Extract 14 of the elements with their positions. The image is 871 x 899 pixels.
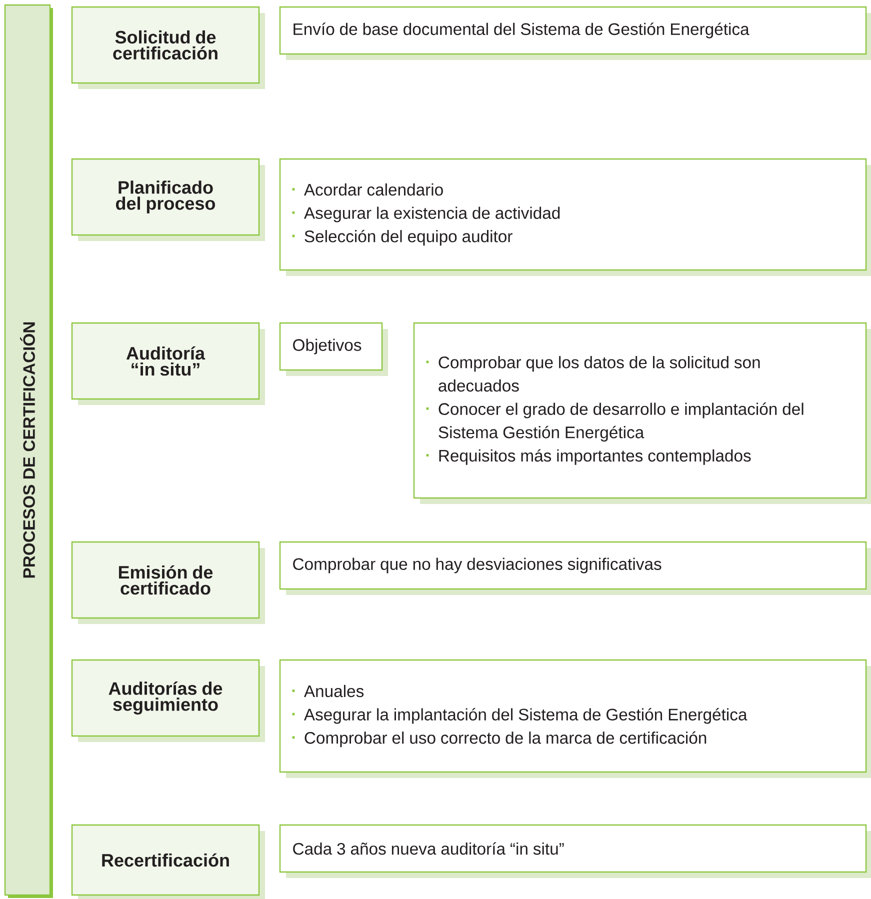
step-box: Auditoría “in situ”	[71, 322, 265, 405]
description-box: Acordar calendario Asegurar la existencia de actividad Selección del equipo auditor	[279, 158, 871, 276]
description-box: Comprobar que no hay desviaciones significativas	[279, 541, 871, 595]
step-box: Auditorías de seguimiento	[71, 659, 265, 742]
description-box: Objetivos	[279, 322, 388, 376]
step-box: Emisión de certificado	[71, 541, 265, 624]
step-box: Recertificación	[71, 824, 265, 899]
description-box: Anuales Asegurar la implantación del Sistema de Gestión Energética Comprobar el uso correcto de la marca de certificación	[279, 659, 871, 778]
step-box: Planificado del proceso	[71, 158, 265, 241]
side-band: PROCESOS DE CERTIFICACIÓN	[4, 4, 53, 898]
description-box: Envío de base documental del Sistema de Gestión Energética	[279, 6, 871, 60]
description-box: Cada 3 años nueva auditoría “in situ”	[279, 824, 871, 878]
description-box: Comprobar que los datos de la solicitud son adecuados Conocer el grado de desarrollo e implantación del Sistema Gestión Energética Requisitos más importantes contemplados	[413, 322, 871, 504]
step-box: Solicitud de certificación	[71, 6, 265, 89]
